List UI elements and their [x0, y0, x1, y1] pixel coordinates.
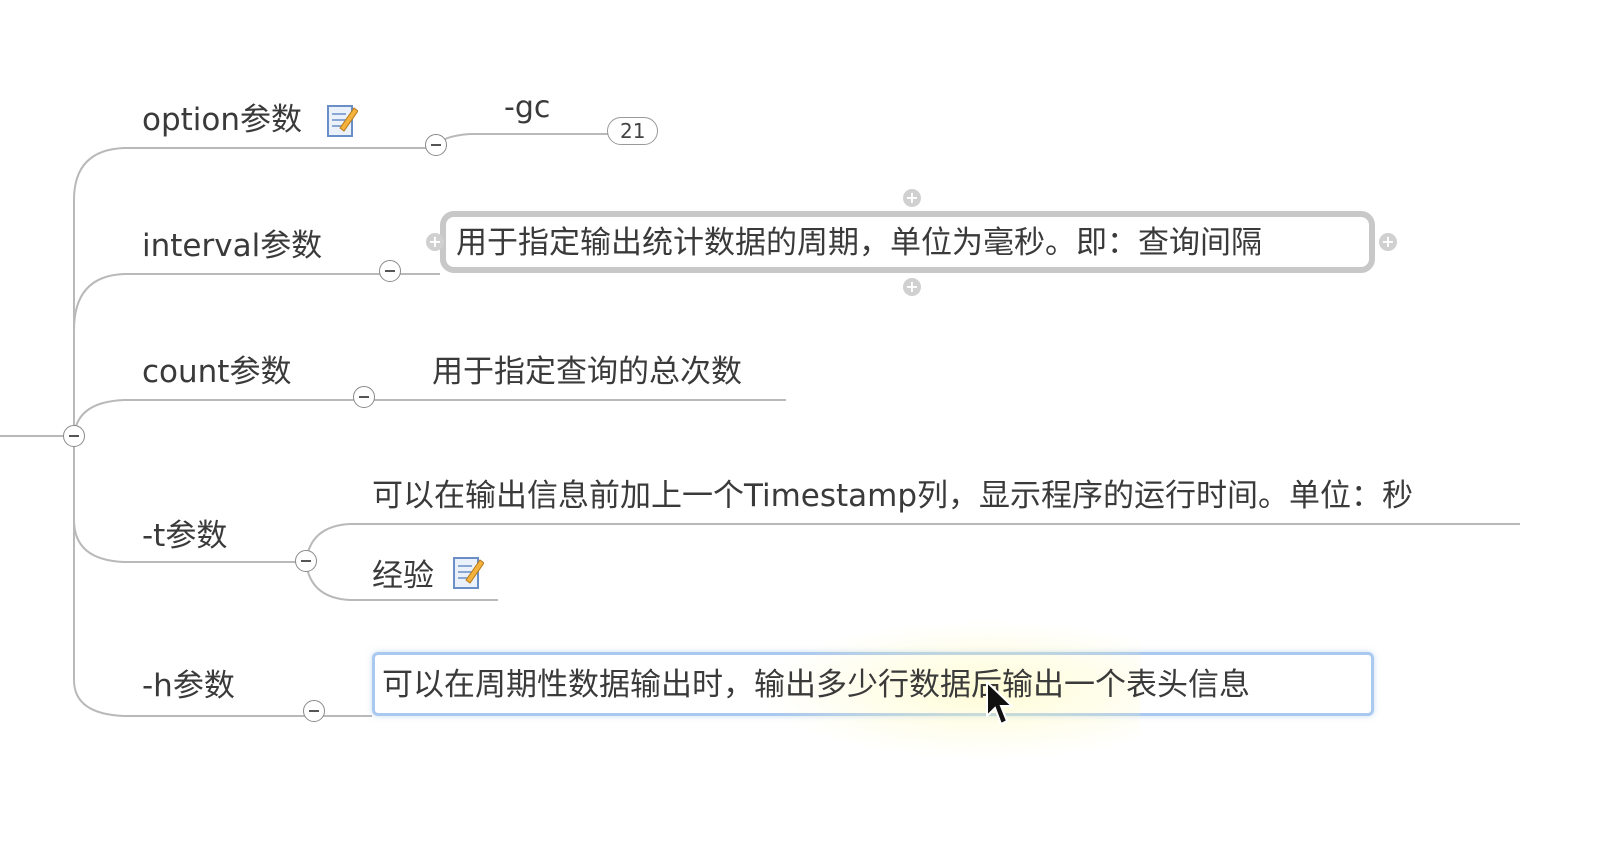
node-interval-label: interval参数	[142, 228, 323, 264]
cursor-icon	[986, 680, 1015, 726]
node-gc-label: -gc	[504, 90, 551, 125]
count-collapse-icon[interactable]	[353, 386, 375, 408]
add-topic-left-icon[interactable]: +	[426, 233, 444, 251]
node-t-desc[interactable]: 可以在输出信息前加上一个Timestamp列，显示程序的运行时间。单位：秒	[372, 478, 1414, 514]
node-count-desc[interactable]: 用于指定查询的总次数	[432, 354, 742, 390]
node-interval-desc[interactable]: 用于指定输出统计数据的周期，单位为毫秒。即：查询间隔	[456, 225, 1262, 261]
cursor-highlight	[760, 620, 1140, 760]
node-experience[interactable]: 经验	[372, 558, 434, 594]
add-topic-top-icon[interactable]: +	[903, 189, 921, 207]
node-h[interactable]: -h参数	[142, 666, 235, 706]
selected-topic-frame[interactable]	[440, 211, 1375, 273]
node-option-label: option参数	[142, 102, 303, 138]
node-count[interactable]: count参数	[142, 352, 291, 392]
h-collapse-icon[interactable]	[303, 700, 325, 722]
add-topic-bottom-icon[interactable]: +	[903, 278, 921, 296]
node-option[interactable]: option参数	[142, 100, 302, 140]
node-h-desc[interactable]: 可以在周期性数据输出时，输出多少行数据后输出一个表头信息	[382, 667, 1250, 703]
node-t[interactable]: -t参数	[142, 516, 227, 556]
add-topic-right-icon[interactable]: +	[1379, 233, 1397, 251]
t-collapse-icon[interactable]	[295, 550, 317, 572]
option-collapse-icon[interactable]	[425, 134, 447, 156]
node-interval[interactable]: interval参数	[142, 226, 322, 266]
note-icon[interactable]	[326, 102, 358, 138]
root-collapse-icon[interactable]	[63, 425, 85, 447]
interval-collapse-icon[interactable]	[379, 260, 401, 282]
node-h-label: -h参数	[142, 668, 235, 704]
node-gc[interactable]: -gc	[504, 88, 550, 128]
note-icon[interactable]	[452, 554, 484, 590]
node-count-label: count参数	[142, 354, 292, 390]
count-badge[interactable]: 21	[607, 117, 659, 145]
node-t-label: -t参数	[142, 518, 228, 554]
